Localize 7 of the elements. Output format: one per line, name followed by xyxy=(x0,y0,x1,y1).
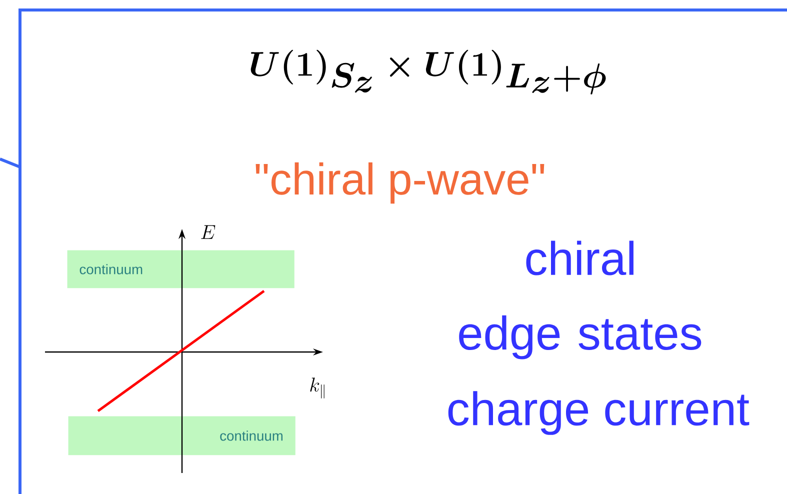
axis-label: $k_{\|}$ xyxy=(310,378,324,398)
text-label: "chiral p-wave" xyxy=(256,162,544,204)
panel xyxy=(0,8,787,494)
formula: $U(1)_{S_z} \times U(1)_{L_z+\phi}$ xyxy=(250,50,606,94)
band-box: continuum xyxy=(67,250,294,288)
band-box: continuum xyxy=(68,416,296,456)
text-label: charge current xyxy=(448,391,750,435)
